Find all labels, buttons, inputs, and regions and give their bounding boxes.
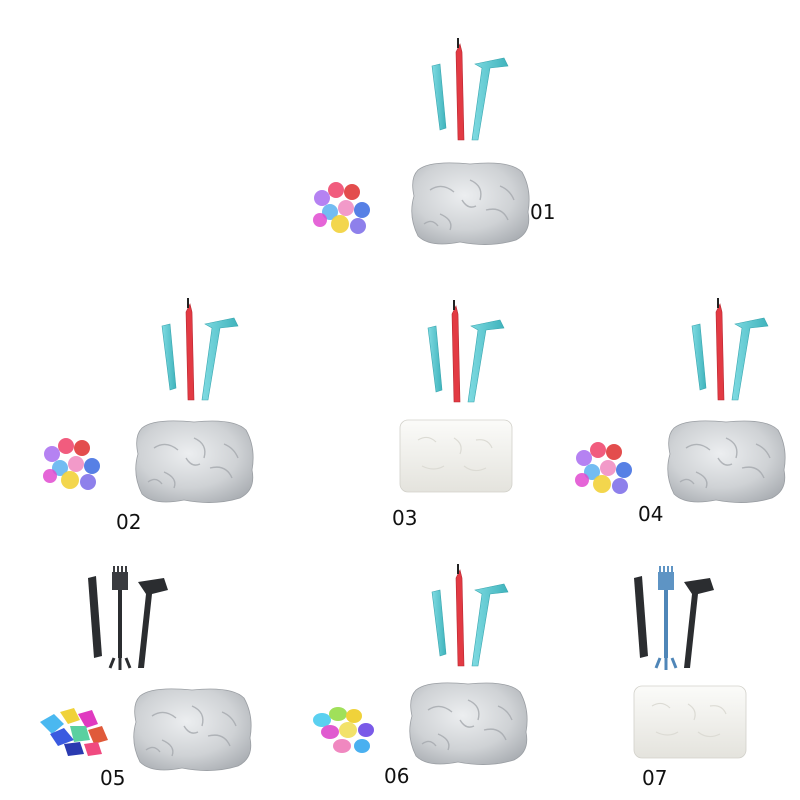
kit-label-07: 07 bbox=[642, 766, 668, 790]
kit-label-01: 01 bbox=[530, 200, 556, 224]
kit-label-02: 02 bbox=[116, 510, 142, 534]
kit-label-03: 03 bbox=[392, 506, 418, 530]
kit-02-illustration bbox=[43, 297, 254, 504]
kit-07-illustration bbox=[632, 564, 747, 759]
kit-label-04: 04 bbox=[638, 502, 664, 526]
kit-05-illustration bbox=[40, 564, 252, 772]
kit-06-illustration bbox=[313, 563, 528, 766]
kit-01-illustration bbox=[313, 37, 530, 246]
kit-label-06: 06 bbox=[384, 764, 410, 788]
kit-04-illustration bbox=[575, 297, 786, 504]
kit-03-illustration bbox=[399, 299, 513, 493]
kit-label-05: 05 bbox=[100, 766, 126, 790]
